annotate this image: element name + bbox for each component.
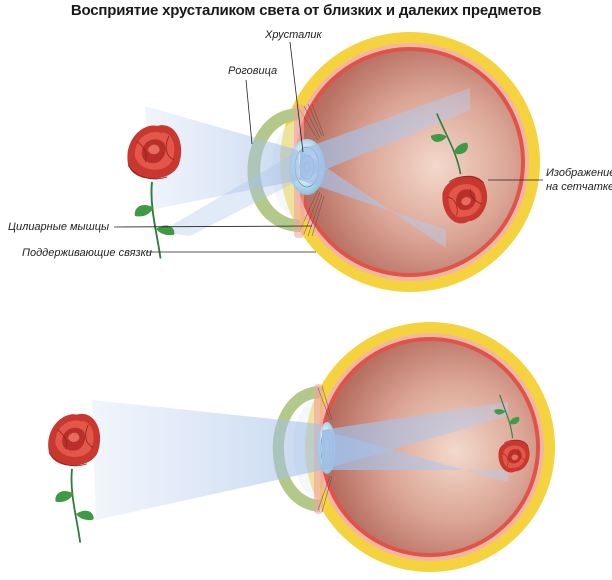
- label-lens: Хрусталик: [264, 29, 322, 41]
- label-image-line1: Изображение: [546, 167, 612, 179]
- label-ligaments: Поддерживающие связки: [22, 247, 152, 259]
- light-beams-near: [145, 88, 470, 248]
- rose-object-far: [47, 413, 102, 544]
- eye-far: [272, 322, 555, 572]
- diagram-title: Восприятие хрусталиком света от близких …: [70, 2, 542, 19]
- light-beams-far: [92, 400, 508, 520]
- eye-interior-far: [324, 341, 536, 553]
- label-cornea: Роговица: [228, 65, 277, 77]
- label-ciliary: Цилиарные мышцы: [8, 221, 109, 233]
- cornea-far: [272, 386, 320, 512]
- cornea-near: [247, 108, 300, 232]
- label-image-line2: на сетчатке: [546, 181, 612, 193]
